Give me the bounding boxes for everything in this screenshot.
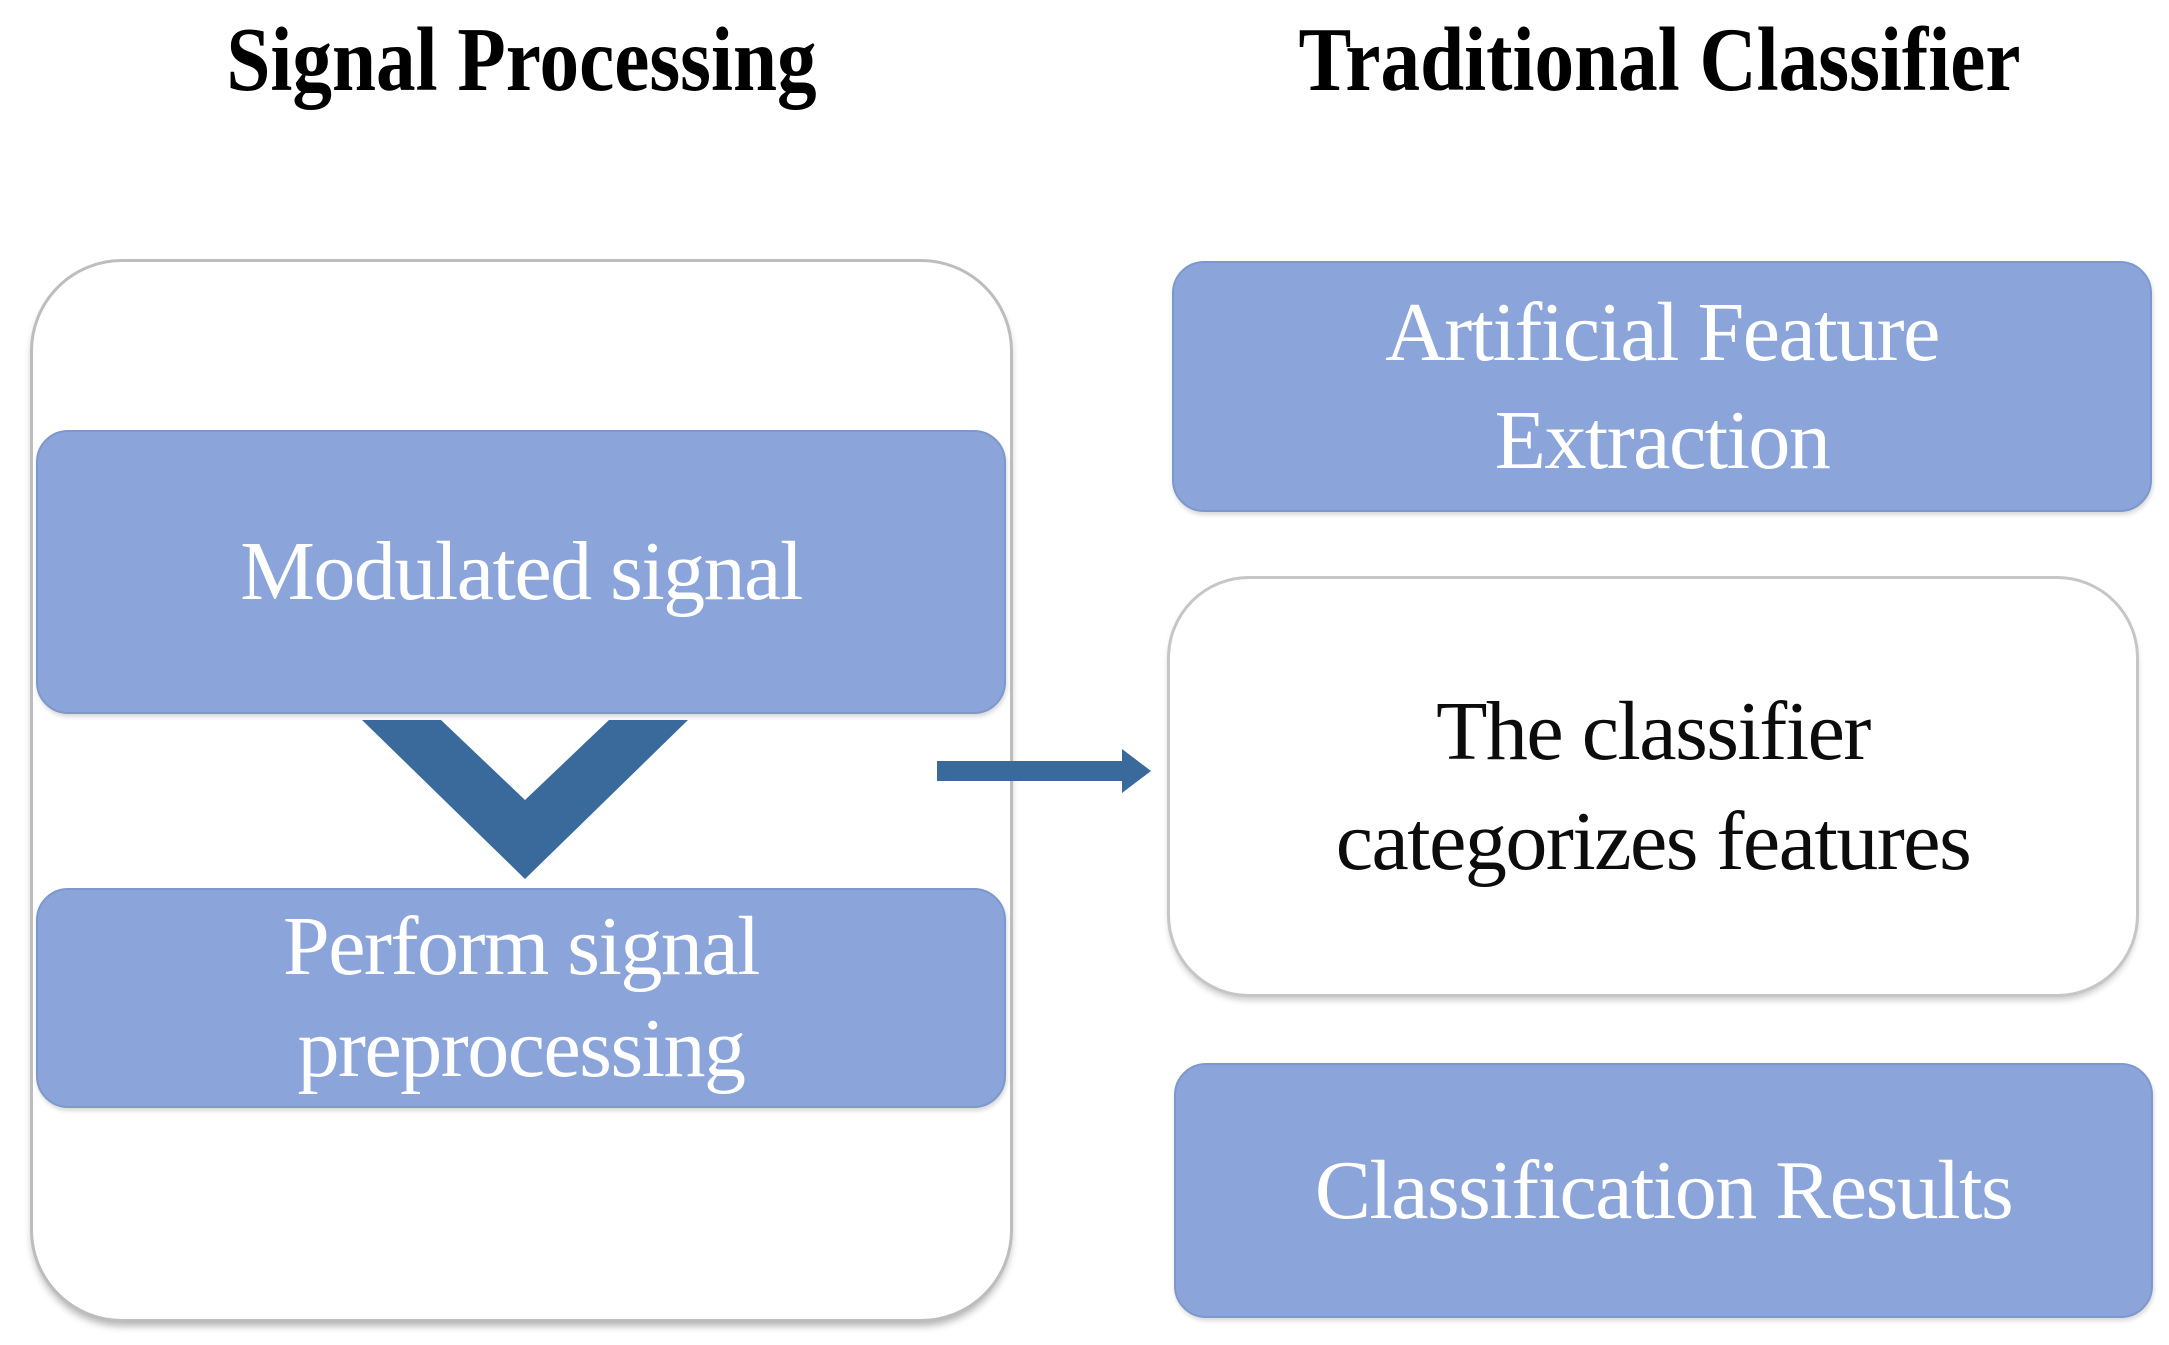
perform-signal-preprocessing-label: Perform signal preprocessing xyxy=(283,896,760,1101)
artificial-feature-extraction-label: Artificial Feature Extraction xyxy=(1385,279,1940,494)
preprocess-label-line-2: preprocessing xyxy=(297,1002,746,1095)
left-column-title: Signal Processing xyxy=(226,9,817,110)
afe-label-line-1: Artificial Feature xyxy=(1385,285,1940,379)
right-column-title: Traditional Classifier xyxy=(1298,9,2021,110)
classifier-categorizes-features-box: The classifier categorizes features xyxy=(1167,576,2139,997)
classification-results-label: Classification Results xyxy=(1314,1143,2014,1237)
signal-processing-container xyxy=(30,259,1013,1322)
afe-label-line-2: Extraction xyxy=(1494,393,1831,487)
preprocess-label-line-1: Perform signal xyxy=(283,899,760,993)
classifier-categorizes-features-label: The classifier categorizes features xyxy=(1335,677,1972,895)
artificial-feature-extraction-box: Artificial Feature Extraction xyxy=(1172,261,2152,512)
perform-signal-preprocessing-box: Perform signal preprocessing xyxy=(36,888,1006,1108)
classification-results-box: Classification Results xyxy=(1174,1063,2153,1318)
classifier-label-line-2: categorizes features xyxy=(1335,794,1972,888)
modulated-signal-box: Modulated signal xyxy=(36,430,1006,714)
classifier-label-line-1: The classifier xyxy=(1436,685,1871,779)
modulated-signal-label: Modulated signal xyxy=(240,525,803,619)
